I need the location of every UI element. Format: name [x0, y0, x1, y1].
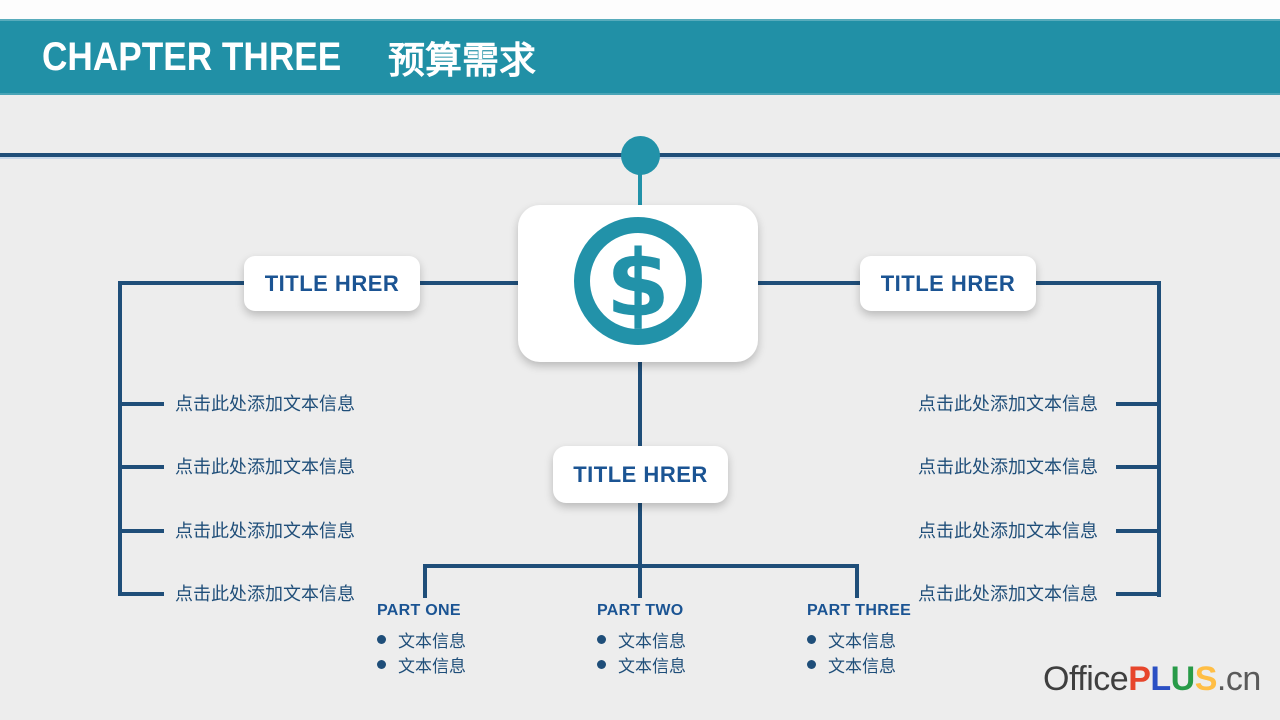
right-text-placeholder-1[interactable]: 点击此处添加文本信息 [918, 394, 1098, 414]
bottom-stub-right-line [855, 564, 859, 598]
left-branch-vertical-line [118, 281, 122, 596]
chapter-title: 预算需求 [388, 40, 537, 81]
list-item[interactable]: 文本信息 [377, 652, 466, 677]
right-branch-title-label: TITLE HRER [880, 270, 1016, 296]
list-item[interactable]: 文本信息 [377, 627, 466, 652]
left-text-placeholder-1[interactable]: 点击此处添加文本信息 [175, 394, 355, 414]
left-stub-line-3 [118, 529, 164, 533]
part-two-title[interactable]: PART TWO [597, 602, 684, 619]
chapter-label: CHAPTER THREE [42, 34, 342, 79]
top-node-circle [621, 136, 660, 175]
list-item[interactable]: 文本信息 [807, 652, 911, 677]
left-stub-line-4 [118, 592, 164, 596]
bullet-dot-icon [807, 635, 816, 644]
left-text-placeholder-2[interactable]: 点击此处添加文本信息 [175, 457, 355, 477]
left-stub-line-2 [118, 465, 164, 469]
dollar-icon: $ [571, 214, 705, 353]
bullet-dot-icon [377, 635, 386, 644]
bottom-branch-title-button[interactable]: TITLE HRER [553, 446, 728, 503]
part-one-column: PART ONE 文本信息 文本信息 [377, 602, 466, 677]
part-two-column: PART TWO 文本信息 文本信息 [597, 602, 686, 677]
list-item[interactable]: 文本信息 [597, 652, 686, 677]
logo-segment-u: U [1170, 660, 1196, 698]
right-stub-line-3 [1116, 529, 1161, 533]
svg-text:$: $ [606, 231, 670, 338]
part-three-item-1: 文本信息 [828, 632, 896, 651]
logo-segment-p: P [1128, 660, 1151, 698]
list-item[interactable]: 文本信息 [597, 627, 686, 652]
chapter-header-bar: CHAPTER THREE 预算需求 [0, 19, 1280, 95]
bullet-dot-icon [377, 660, 386, 669]
bottom-stub-left-line [423, 564, 427, 598]
part-three-title[interactable]: PART THREE [807, 602, 912, 619]
bullet-dot-icon [597, 635, 606, 644]
right-text-placeholder-4[interactable]: 点击此处添加文本信息 [918, 584, 1098, 604]
part-three-column: PART THREE 文本信息 文本信息 [807, 602, 911, 677]
left-text-placeholder-4[interactable]: 点击此处添加文本信息 [175, 584, 355, 604]
part-one-item-1: 文本信息 [398, 632, 466, 651]
part-one-item-2: 文本信息 [398, 657, 466, 676]
bullet-dot-icon [807, 660, 816, 669]
right-branch-title-button[interactable]: TITLE HRER [860, 256, 1036, 311]
right-stub-line-4 [1116, 592, 1161, 596]
bottom-branch-title-label: TITLE HRER [573, 461, 708, 487]
logo-segment-cn: .cn [1216, 660, 1261, 698]
root-node-card[interactable]: $ [518, 205, 758, 362]
center-stem-lower-line [638, 503, 642, 598]
list-item[interactable]: 文本信息 [807, 627, 911, 652]
right-stub-line-2 [1116, 465, 1161, 469]
root-stem-line [638, 173, 642, 206]
top-margin-strip [0, 0, 1280, 19]
part-two-item-2: 文本信息 [618, 657, 686, 676]
officeplus-logo: OfficePLUS.cn [1043, 660, 1261, 699]
bottom-connector-line [423, 564, 859, 568]
bullet-dot-icon [597, 660, 606, 669]
right-text-placeholder-2[interactable]: 点击此处添加文本信息 [918, 457, 1098, 477]
logo-segment-s: S [1194, 660, 1218, 698]
logo-segment-l: L [1150, 660, 1171, 698]
center-stem-upper-line [638, 361, 642, 447]
right-text-placeholder-3[interactable]: 点击此处添加文本信息 [918, 521, 1098, 541]
part-two-item-1: 文本信息 [618, 632, 686, 651]
part-three-item-2: 文本信息 [828, 657, 896, 676]
left-branch-title-label: TITLE HRER [264, 270, 400, 296]
logo-segment-office: Office [1043, 660, 1129, 698]
left-stub-line-1 [118, 402, 164, 406]
right-branch-vertical-line [1157, 281, 1161, 597]
left-branch-title-button[interactable]: TITLE HRER [244, 256, 420, 311]
part-one-title[interactable]: PART ONE [377, 602, 461, 619]
right-stub-line-1 [1116, 402, 1161, 406]
left-text-placeholder-3[interactable]: 点击此处添加文本信息 [175, 521, 355, 541]
